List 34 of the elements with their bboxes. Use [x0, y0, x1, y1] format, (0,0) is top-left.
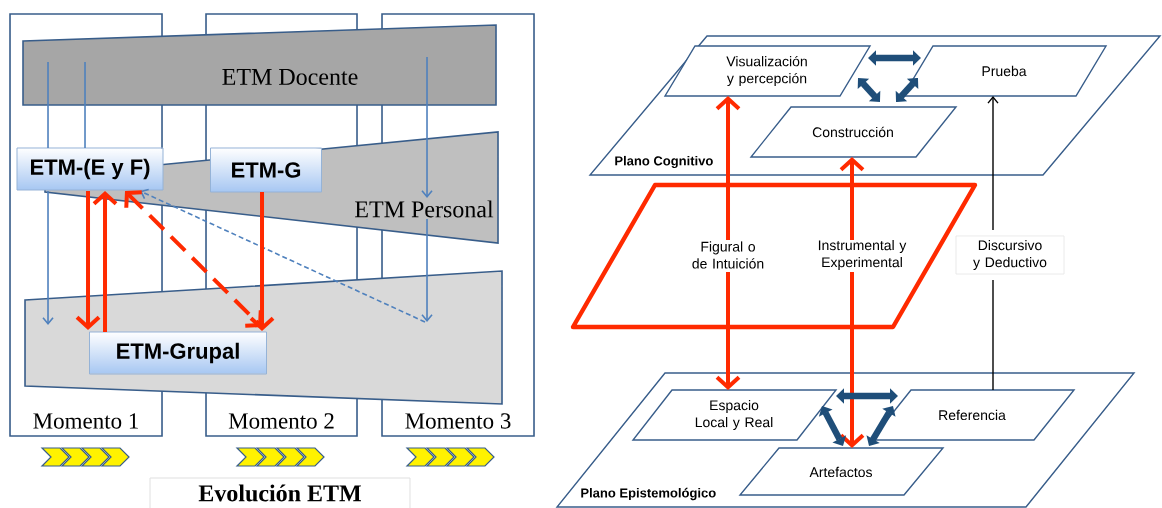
block-arrow — [836, 388, 898, 404]
dashed-arrow — [140, 188, 426, 323]
block-arrow — [868, 50, 921, 66]
arrow — [715, 96, 741, 240]
column-label: Momento 3 — [402, 411, 514, 431]
arrow — [42, 190, 54, 325]
plane-parallelogram — [570, 182, 978, 330]
connector-line — [84, 61, 86, 149]
flow-label: Discursivo y Deductivo — [955, 235, 1065, 275]
arrow — [92, 191, 118, 332]
arrow — [715, 272, 741, 390]
block-arrow — [895, 78, 919, 102]
column-label: Momento 2 — [226, 411, 337, 431]
flow-label: Instrumental y Experimental — [818, 240, 907, 271]
caption-box: Evolución ETM — [149, 477, 411, 508]
band-label: ETM Personal — [355, 200, 494, 218]
block-arrow — [818, 406, 847, 446]
arrow — [421, 56, 433, 198]
arrow — [839, 157, 865, 240]
arrow — [839, 272, 865, 448]
band-trapezoid: ETM Docente — [22, 24, 497, 106]
etm-box: ETM-(E y F) — [16, 147, 164, 191]
connector-line — [992, 279, 994, 391]
etm-box: ETM-G — [210, 147, 322, 193]
dashed-arrow — [124, 190, 263, 328]
connector-line — [47, 61, 49, 149]
arrow — [987, 96, 999, 231]
arrow — [421, 218, 433, 322]
column-label: Momento 1 — [30, 411, 142, 431]
arrow — [75, 191, 101, 330]
etm-box: ETM-Grupal — [89, 331, 267, 375]
flow-label: Figural o de Intuición — [692, 241, 764, 269]
arrow — [249, 192, 275, 331]
block-arrow — [857, 78, 881, 102]
